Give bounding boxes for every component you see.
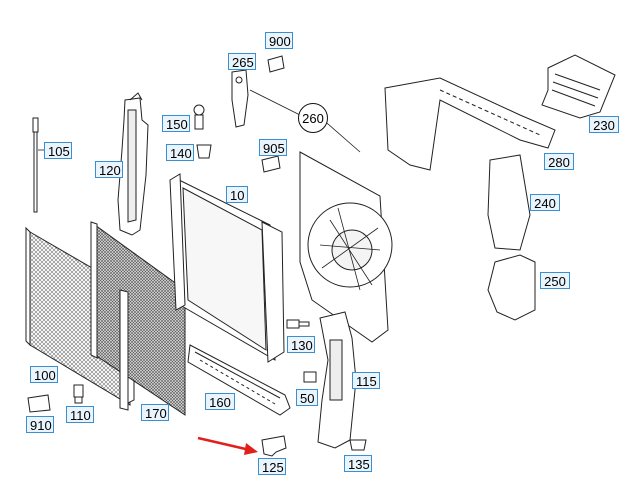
- callout-265[interactable]: 265: [228, 53, 256, 70]
- part-240-guide: [487, 154, 531, 251]
- part-150-fastener: [193, 104, 205, 130]
- callout-910[interactable]: 910: [26, 416, 54, 433]
- callout-100[interactable]: 100: [30, 366, 58, 383]
- part-50-clip: [303, 371, 317, 383]
- part-265-bracket: [231, 69, 249, 128]
- callout-140[interactable]: 140: [166, 144, 194, 161]
- callout-110[interactable]: 110: [66, 406, 94, 423]
- callout-905[interactable]: 905: [259, 139, 287, 156]
- part-140-fastener: [196, 144, 212, 159]
- callout-900[interactable]: 900: [265, 32, 293, 49]
- callout-120[interactable]: 120: [95, 161, 123, 178]
- callout-130[interactable]: 130: [287, 336, 315, 353]
- part-130-bolt: [286, 319, 310, 329]
- part-280-air-guide: [384, 77, 556, 171]
- part-105-rod: [32, 117, 39, 213]
- highlight-arrow: [197, 436, 258, 455]
- part-120-bracket: [117, 92, 149, 236]
- part-125-bracket: [261, 435, 287, 457]
- part-910-pad: [27, 394, 51, 413]
- part-230-cover: [541, 54, 616, 119]
- callout-170[interactable]: 170: [141, 404, 169, 421]
- callout-280[interactable]: 280: [544, 153, 574, 170]
- part-260-shroud: [299, 151, 393, 343]
- callout-160[interactable]: 160: [205, 393, 235, 410]
- callout-150[interactable]: 150: [162, 115, 190, 132]
- callout-50[interactable]: 50: [296, 389, 318, 406]
- callout-240[interactable]: 240: [530, 194, 560, 211]
- part-110-sensor: [73, 384, 84, 404]
- part-135-grommet: [349, 439, 367, 451]
- part-900-clip: [267, 55, 285, 73]
- callout-125[interactable]: 125: [258, 458, 286, 475]
- part-250-guide: [487, 254, 536, 321]
- callout-260[interactable]: 260: [298, 103, 328, 133]
- callout-250[interactable]: 250: [540, 272, 570, 289]
- part-160-duct: [187, 344, 291, 416]
- part-115-bracket: [317, 311, 357, 449]
- part-170-core: [90, 221, 186, 416]
- callout-10[interactable]: 10: [226, 186, 248, 203]
- part-10-radiator: [169, 173, 285, 363]
- callout-115[interactable]: 115: [352, 372, 380, 389]
- callout-105[interactable]: 105: [44, 142, 72, 159]
- part-905-clip: [261, 155, 281, 173]
- callout-135[interactable]: 135: [344, 455, 372, 472]
- callout-230[interactable]: 230: [589, 116, 619, 133]
